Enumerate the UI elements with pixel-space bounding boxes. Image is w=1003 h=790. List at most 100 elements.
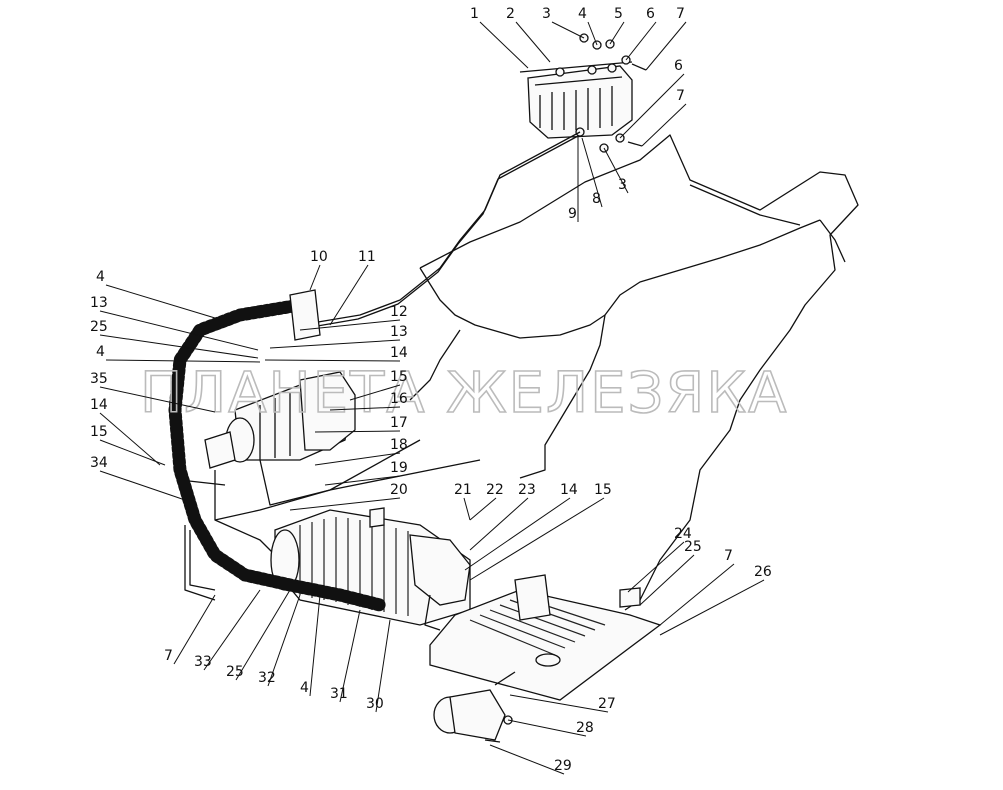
- callout-leader-15: [99, 310, 259, 351]
- callout-number: 7: [676, 6, 685, 22]
- callout-number: 34: [90, 455, 108, 471]
- heater-core-unit: [270, 507, 471, 631]
- callout-number: 21: [454, 482, 472, 498]
- callout-leader-12: [309, 264, 321, 291]
- callout-number: 14: [390, 345, 408, 361]
- floor-cover-tray: [429, 574, 662, 701]
- callout-leader-6: [645, 21, 687, 71]
- callout-number: 16: [390, 391, 408, 407]
- callout-number: 31: [330, 686, 348, 702]
- callout-leader-8: [641, 103, 687, 147]
- callout-number: 35: [90, 371, 108, 387]
- callout-number: 8: [592, 191, 601, 207]
- callout-number: 27: [598, 696, 616, 712]
- callout-leader-5: [625, 21, 657, 61]
- callout-leader-27: [314, 430, 401, 433]
- callout-number: 12: [390, 304, 408, 320]
- callout-leader-18: [99, 386, 216, 413]
- callout-leader-49: [375, 619, 391, 713]
- callout-number: 9: [568, 206, 577, 222]
- callout-leader-44: [203, 589, 261, 671]
- callout-number: 4: [96, 344, 105, 360]
- callout-leader-36: [627, 541, 685, 593]
- callout-leader-35: [469, 497, 605, 581]
- callout-leader-46: [267, 594, 301, 687]
- callout-leader-41: [507, 719, 587, 737]
- callout-number: 4: [96, 269, 105, 285]
- callout-leader-33: [469, 497, 529, 551]
- callout-number: 29: [554, 758, 572, 774]
- callout-leader-10: [581, 137, 603, 208]
- callout-number: 15: [594, 482, 612, 498]
- callout-number: 3: [542, 6, 551, 22]
- callout-number: 24: [674, 526, 692, 542]
- callout-leader-22: [299, 319, 401, 331]
- control-box: [519, 61, 633, 139]
- callout-number: 14: [90, 397, 108, 413]
- callout-leader-24: [264, 359, 401, 362]
- callout-leader-39: [659, 579, 765, 636]
- callout-leader-1: [515, 21, 551, 63]
- watermark-text: ПЛАНЕТА ЖЕЛЕЗЯКА: [140, 361, 788, 426]
- callout-number: 7: [676, 88, 685, 104]
- callout-leader-40: [509, 694, 609, 713]
- callout-leader-20: [99, 439, 166, 466]
- callout-number: 25: [226, 664, 244, 680]
- callout-number: 5: [614, 6, 623, 22]
- callout-number: 17: [390, 415, 408, 431]
- callout-leader-7: [619, 73, 685, 139]
- callout-number: 23: [518, 482, 536, 498]
- callout-number: 4: [578, 6, 587, 22]
- callout-number: 10: [310, 249, 328, 265]
- control-cable: [299, 131, 581, 330]
- callout-leader-9: [603, 147, 629, 194]
- callout-number: 25: [684, 539, 702, 555]
- callout-leader-2: [551, 21, 585, 39]
- callout-leader-32: [469, 497, 497, 521]
- callout-number: 6: [674, 58, 683, 74]
- callout-leader-16: [99, 334, 259, 359]
- callout-leader-21: [99, 470, 186, 501]
- callout-leader-42: [489, 744, 565, 775]
- fan-motor-unit: [204, 371, 356, 469]
- callout-leader-45: [235, 589, 291, 681]
- callout-number: 13: [90, 295, 108, 311]
- callout-leader-48: [339, 609, 361, 703]
- callout-leader-34: [464, 497, 571, 571]
- corrugated-air-hose: [168, 289, 387, 612]
- callout-number: 28: [576, 720, 594, 736]
- callout-number: 15: [90, 424, 108, 440]
- callout-leader-28: [314, 452, 401, 466]
- callout-number: 18: [390, 437, 408, 453]
- callout-leader-37: [639, 554, 695, 606]
- callout-number: 2: [506, 6, 515, 22]
- callout-number: 22: [486, 482, 504, 498]
- mounting-bracket: [179, 439, 481, 601]
- callout-number: 30: [366, 696, 384, 712]
- callout-number: 11: [358, 249, 376, 265]
- callout-number: 13: [390, 324, 408, 340]
- callout-number: 4: [300, 680, 309, 696]
- callout-number: 7: [164, 648, 173, 664]
- duct-nozzle: [433, 671, 516, 743]
- callout-leader-31: [463, 497, 471, 521]
- callout-number: 15: [390, 369, 408, 385]
- callout-leader-19: [99, 412, 161, 466]
- callout-leader-14: [105, 284, 216, 319]
- callout-leader-4: [609, 21, 625, 45]
- callout-leader-23: [269, 339, 401, 349]
- vehicle-body-outline: [409, 134, 859, 611]
- callout-leader-26: [329, 406, 401, 411]
- callout-leader-43: [173, 594, 216, 665]
- callout-leader-38: [659, 563, 735, 626]
- callout-number: 19: [390, 460, 408, 476]
- callout-number: 33: [194, 654, 212, 670]
- callout-number: 6: [646, 6, 655, 22]
- callout-leader-3: [587, 21, 598, 46]
- callout-leader-47: [309, 594, 321, 697]
- callout-number: 32: [258, 670, 276, 686]
- callout-number: 26: [754, 564, 772, 580]
- callout-leader-17: [105, 359, 261, 363]
